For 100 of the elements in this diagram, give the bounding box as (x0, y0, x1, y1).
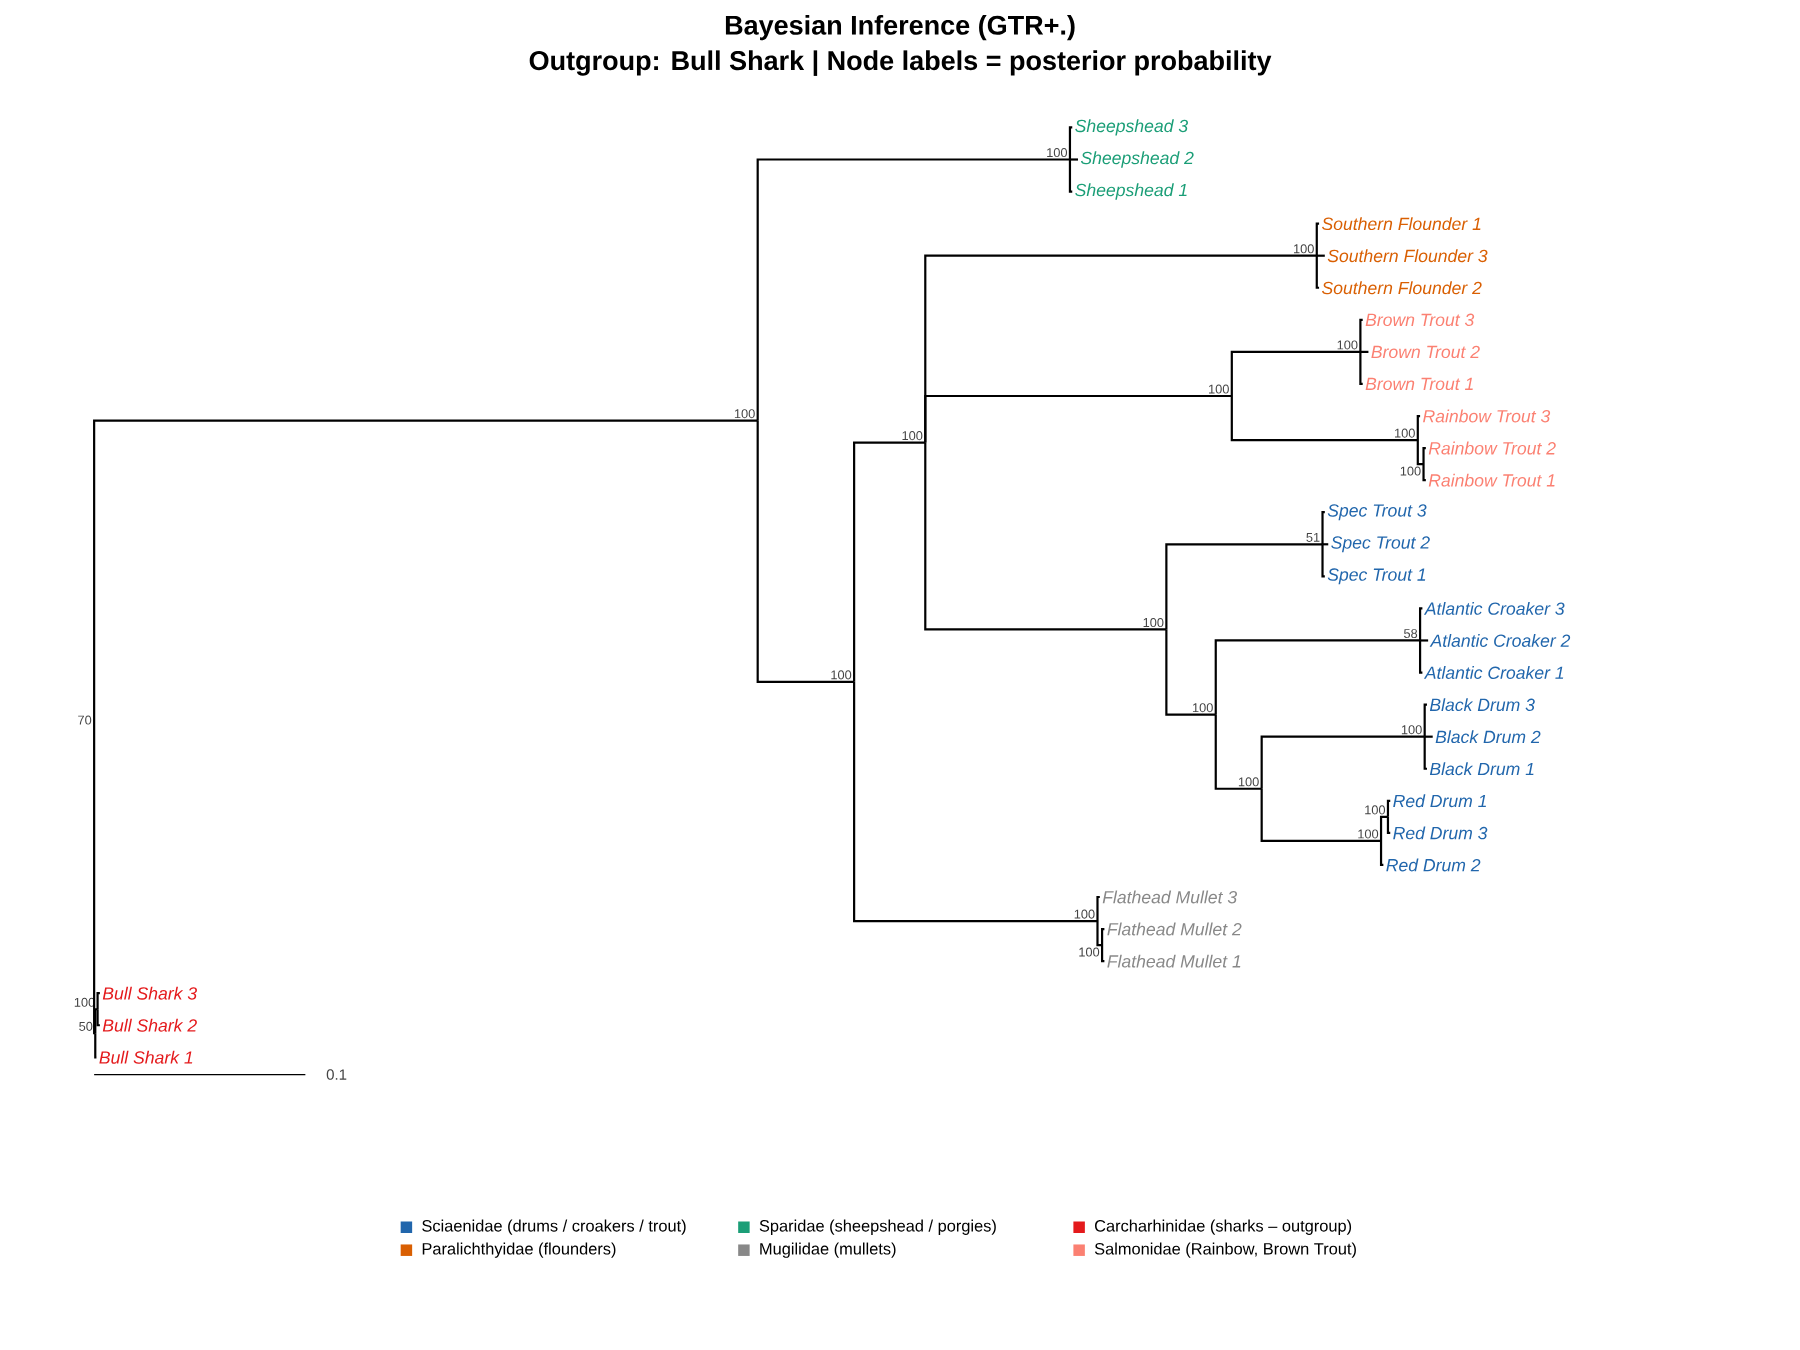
posterior-label: 70 (78, 715, 92, 725)
legend-label: Carcharhinidae (sharks – outgroup) (1095, 1219, 1352, 1235)
branch-line (1321, 511, 1326, 545)
branch-line (1096, 921, 1103, 947)
branch-line (924, 442, 1167, 631)
branch-line (1321, 544, 1326, 578)
branch-line (1419, 640, 1423, 674)
posterior-label: 100 (1238, 777, 1259, 787)
branch-line (1101, 927, 1105, 946)
taxon-label: Southern Flounder 1 (1322, 217, 1481, 231)
branch-line (1423, 703, 1428, 737)
branch-line (1416, 414, 1421, 441)
taxon-label: Brown Trout 1 (1365, 377, 1473, 391)
posterior-label: 100 (1395, 428, 1415, 438)
scale-label: 0.1 (326, 1069, 347, 1080)
posterior-label: 100 (1365, 805, 1386, 815)
taxon-label: Bull Shark 3 (102, 986, 197, 1000)
branch-line (1386, 799, 1391, 817)
posterior-label: 100 (1209, 384, 1229, 394)
branch-line (94, 1033, 98, 1059)
posterior-label: 100 (1337, 340, 1358, 350)
branch-line (1419, 607, 1423, 641)
taxon-label: Flathead Mullet 3 (1102, 890, 1237, 904)
taxon-label: Atlantic Croaker 2 (1429, 634, 1571, 647)
branch-line (96, 1009, 101, 1027)
taxon-label: Spec Trout 2 (1331, 536, 1430, 553)
branch-line (1230, 396, 1418, 442)
posterior-label: 100 (831, 670, 852, 680)
branch-line (1422, 464, 1426, 482)
branch-line (1260, 788, 1382, 842)
branch-line (1316, 254, 1325, 257)
posterior-label: 100 (1074, 909, 1095, 919)
branch-line (1379, 815, 1388, 841)
taxon-label: Red Drum 1 (1393, 794, 1486, 808)
legend-label: Mugilidae (mullets) (760, 1242, 896, 1258)
branch-line (1214, 639, 1421, 715)
legend-label: Paralichthyidae (flounders) (422, 1242, 616, 1258)
posterior-label: 100 (1358, 829, 1379, 839)
taxon-label: Spec Trout 1 (1327, 568, 1426, 585)
posterior-label: 100 (1047, 148, 1068, 158)
taxon-label: Sheepshead 1 (1075, 183, 1187, 200)
subtitle: Outgroup: Bull Shark | Node labels = posterior probability (529, 50, 1272, 76)
posterior-label: 100 (1079, 947, 1100, 957)
taxon-label: Atlantic Croaker 1 (1423, 666, 1564, 679)
taxon-label: Bull Shark 1 (99, 1050, 193, 1064)
taxon-label: Sheepshead 3 (1075, 119, 1188, 136)
branch-line (1214, 714, 1262, 790)
legend-label: Sciaenidae (drums / croakers / trout) (422, 1219, 686, 1235)
taxon-label: Atlantic Croaker 3 (1423, 601, 1565, 615)
branch-line (1069, 158, 1078, 161)
taxon-label: Rainbow Trout 1 (1428, 473, 1555, 487)
branch-line (1165, 629, 1216, 716)
taxon-label: Flathead Mullet 1 (1107, 954, 1241, 968)
branch-line (1101, 945, 1105, 963)
branch-line (1422, 447, 1426, 465)
taxon-label: Southern Flounder 3 (1327, 249, 1488, 263)
branch-line (1359, 318, 1363, 352)
branch-line (1420, 639, 1429, 642)
legend-label: Sparidae (sheepshead / porgies) (759, 1219, 996, 1235)
branch-line (1315, 255, 1320, 289)
branch-line (853, 681, 1098, 923)
posterior-label: 100 (1192, 703, 1213, 713)
branch-line (1423, 736, 1428, 770)
title: Bayesian Inference (GTR+.) (725, 14, 1075, 41)
taxon-label: Brown Trout 3 (1365, 313, 1475, 327)
posterior-label: 100 (1294, 244, 1314, 254)
posterior-label: 100 (1143, 618, 1164, 628)
branch-line (96, 992, 101, 1010)
posterior-label: 51 (1306, 532, 1320, 542)
branch-line (756, 420, 855, 683)
taxon-label: Red Drum 2 (1386, 858, 1481, 872)
taxon-label: Flathead Mullet 2 (1107, 922, 1242, 936)
taxon-label: Red Drum 3 (1393, 826, 1488, 840)
taxon-label: Rainbow Trout 2 (1428, 441, 1556, 455)
branch-line (1260, 735, 1425, 789)
branch-line (1360, 350, 1369, 353)
branch-line (756, 158, 1070, 421)
branch-line (1068, 159, 1073, 193)
branch-line (94, 1008, 98, 1034)
legend-label: Salmonidae (Rainbow, Brown Trout) (1094, 1242, 1356, 1258)
branch-line (1359, 351, 1363, 386)
taxon-label: Southern Flounder 2 (1322, 281, 1482, 295)
taxon-label: Bull Shark 2 (102, 1018, 197, 1032)
branch-line (1416, 440, 1424, 466)
taxon-label: Rainbow Trout 3 (1423, 409, 1551, 423)
branch-line (853, 441, 926, 682)
posterior-label: 100 (902, 431, 923, 441)
taxon-label: Black Drum 1 (1429, 762, 1534, 776)
branch-line (1230, 350, 1361, 396)
branch-line (924, 394, 1232, 443)
posterior-label: 58 (1403, 629, 1418, 639)
posterior-label: 100 (734, 409, 755, 419)
branch-line (93, 726, 97, 1035)
branch-line (1424, 735, 1433, 738)
taxon-label: Brown Trout 2 (1371, 345, 1480, 359)
taxon-label: Sheepshead 2 (1080, 151, 1194, 168)
branch-line (1379, 840, 1384, 867)
branch-line (93, 419, 758, 727)
branch-line (1068, 126, 1073, 160)
taxon-label: Spec Trout 3 (1327, 504, 1427, 521)
